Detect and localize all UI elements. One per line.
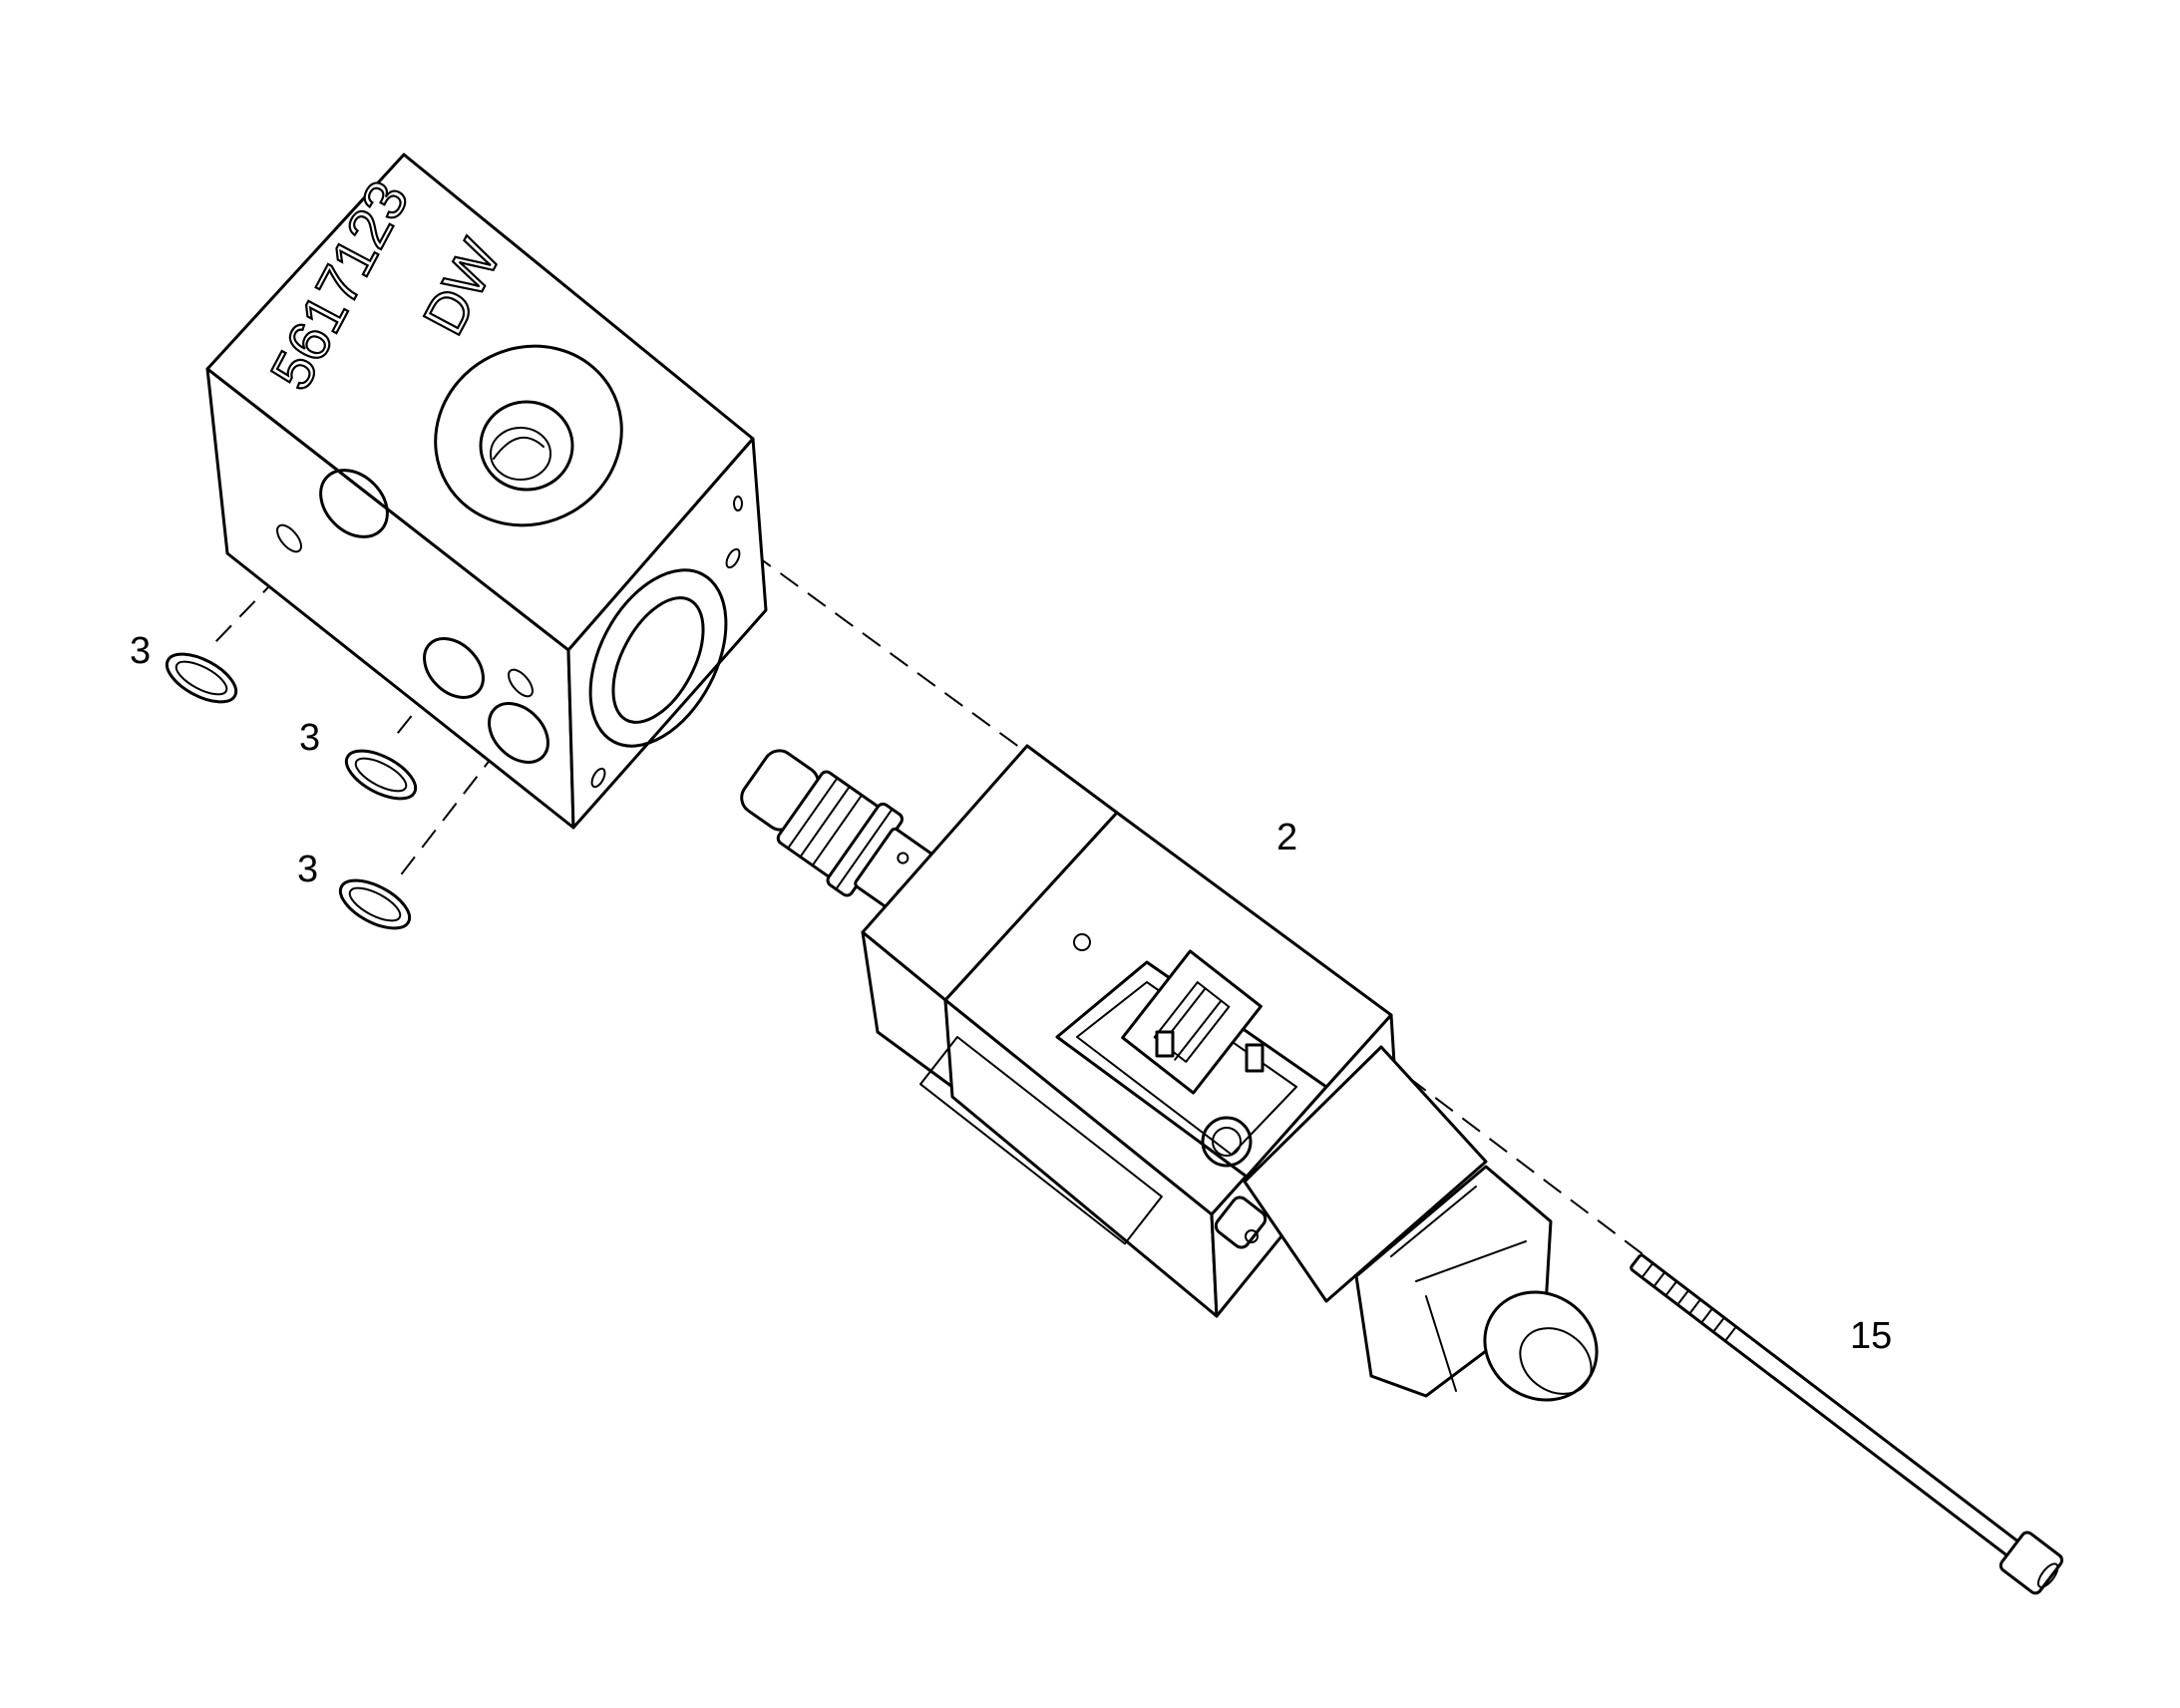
- connector-screw-hole: [1201, 1116, 1253, 1168]
- valve-nameplate: [919, 1036, 1163, 1245]
- solenoid-valve: [861, 744, 1599, 1402]
- callouts: 3 3 3 2 15: [130, 630, 1892, 1357]
- assembly-line-valve: [752, 552, 1028, 754]
- assembly-line-screw: [1380, 1056, 1646, 1257]
- socket-head-screw: [1630, 1253, 2064, 1595]
- block-top-port-bore: [490, 427, 551, 481]
- solenoid-coil: [1214, 1045, 1599, 1402]
- block-side-hole-2: [590, 767, 606, 789]
- block-top-port-inner: [479, 400, 574, 492]
- callout-seal-c: 3: [297, 849, 318, 890]
- block-right-face: [566, 437, 768, 830]
- callout-valve: 2: [1276, 817, 1297, 858]
- callout-seal-a: 3: [130, 630, 151, 672]
- callout-screw: 15: [1850, 1315, 1892, 1357]
- block-side-hole-1: [725, 547, 741, 569]
- callout-seal-b: 3: [299, 717, 320, 759]
- block-front-port-1: [319, 469, 389, 538]
- block-front-hole-2: [508, 668, 534, 698]
- o-ring-seal-a: [165, 652, 238, 704]
- block-top-port-outer: [434, 344, 623, 527]
- screw-shank: [1630, 1253, 2022, 1559]
- block-front-port-2: [423, 637, 485, 699]
- o-ring-seals: [165, 652, 418, 930]
- block-front-port-3: [488, 702, 549, 764]
- o-ring-seal-b: [344, 749, 418, 801]
- block-side-port-outer: [588, 568, 728, 748]
- block-side-hole-3: [733, 496, 743, 512]
- manifold-block: 5617123 DW: [205, 153, 768, 830]
- block-side-port-inner: [611, 596, 705, 724]
- electrical-connector: [1055, 933, 1328, 1179]
- o-ring-seal-c: [338, 878, 412, 930]
- screw-head: [1998, 1531, 2064, 1595]
- block-front-hole-1: [276, 523, 302, 553]
